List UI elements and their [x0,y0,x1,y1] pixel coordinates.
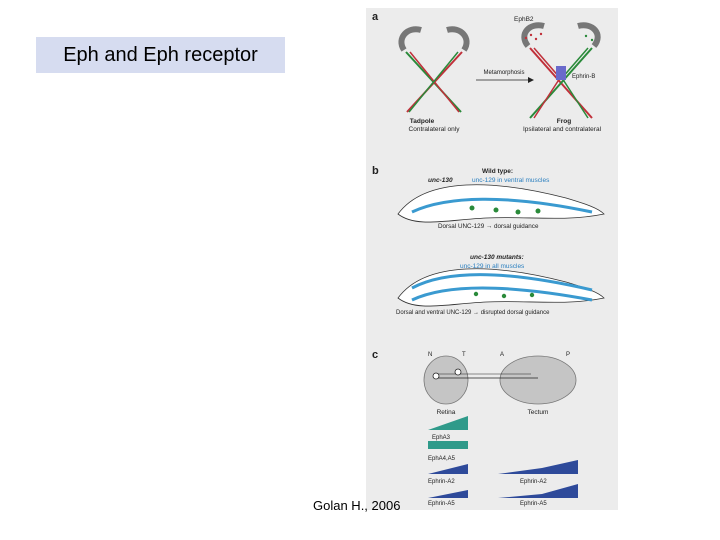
ephrin-b-label: Ephrin-B [572,74,595,80]
ephrin-a5-left-gradient [428,490,468,498]
tadpole-diagram [398,26,470,113]
eph-figure: a Tadpole Contralateral only Metamorphos… [366,8,618,510]
frog-diagram [521,22,601,119]
tectum-label: Tectum [528,409,549,416]
mutant-worm [397,268,605,307]
mutants-line-b: unc-129 in all muscles [460,263,525,270]
panel-b-letter: b [372,165,379,177]
ephrin-a5-right-gradient [498,484,578,498]
nasal-label: N [428,352,432,358]
ephrin-a5-left-label: Ephrin-A5 [428,501,455,507]
retina-label: Retina [437,409,456,416]
epha3-gradient [428,416,468,430]
epha4a5-gradient [428,441,468,449]
panel-c-letter: c [372,349,378,361]
anterior-label: A [500,352,504,358]
wild-type-line-a: unc-130 [428,177,453,184]
wild-type-label: Wild type: [482,168,513,175]
frog-sublabel: Ipsilateral and contralateral [523,126,602,133]
wild-type-line-b: unc-129 in ventral muscles [472,177,550,184]
temporal-label: T [462,352,466,358]
metamorphosis-label: Metamorphosis [483,70,524,76]
frog-label: Frog [557,118,571,125]
retina-tectum-diagram [423,355,577,405]
posterior-label: P [566,352,570,358]
disrupted-label: Dorsal and ventral UNC-129 → disrupted d… [396,310,550,316]
citation: Golan H., 2006 [313,498,401,513]
ephrin-a2-left-gradient [428,464,468,474]
ephrin-a5-right-label: Ephrin-A5 [520,501,547,507]
panel-a-letter: a [372,11,379,23]
tadpole-label: Tadpole [410,118,435,125]
epha3-label: EphA3 [432,435,451,441]
wild-type-worm [397,184,605,223]
ephrin-a2-right-gradient [498,460,578,474]
ephb2-label: EphB2 [514,16,534,23]
tadpole-sublabel: Contralateral only [409,126,461,133]
epha4a5-label: EphA4,A5 [428,456,456,462]
dorsal-guidance-label: Dorsal UNC-129 → dorsal guidance [438,223,539,230]
slide-title: Eph and Eph receptor [36,37,285,73]
ephrin-a2-right-label: Ephrin-A2 [520,479,547,485]
mutants-line-a: unc-130 mutants: [470,254,524,261]
ephrin-a2-left-label: Ephrin-A2 [428,479,455,485]
